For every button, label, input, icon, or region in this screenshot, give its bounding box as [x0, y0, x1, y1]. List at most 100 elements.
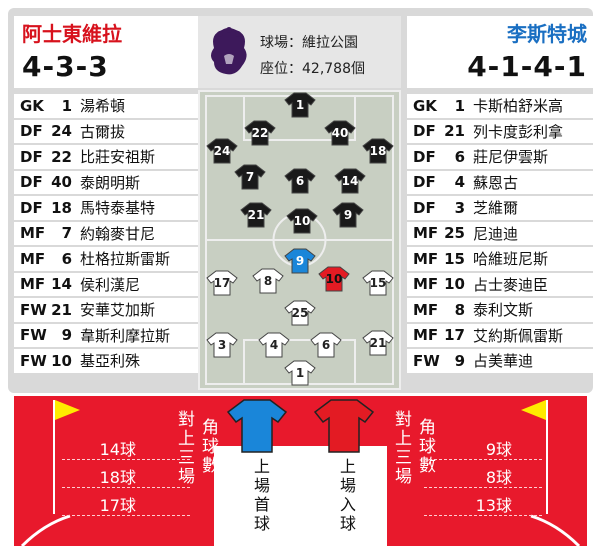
player-name: 哈維班尼斯 — [473, 250, 549, 269]
divider — [424, 459, 542, 460]
away-shirt-marker: 4 — [258, 332, 290, 358]
shirt-number: 10 — [325, 272, 343, 286]
player-name: 占士麥迪臣 — [473, 275, 549, 294]
home-corners-1: 14球 — [99, 440, 136, 459]
player-name: 占美華迪 — [473, 352, 534, 371]
player-position: MF — [413, 326, 439, 345]
shirt-icon — [324, 120, 356, 146]
player-position: FW — [20, 326, 47, 345]
away-shirt-marker: 9 — [284, 248, 316, 274]
player-name: 芝維爾 — [473, 199, 519, 218]
home-shirt-marker: 40 — [324, 120, 356, 146]
home-formation: 4-3-3 — [22, 50, 109, 83]
away-shirt-marker: 25 — [284, 300, 316, 326]
away-shirt-marker: 10 — [318, 266, 350, 292]
shirt-icon — [334, 168, 366, 194]
player-name: 卡斯柏舒米高 — [473, 97, 564, 116]
shirt-icon — [362, 330, 394, 356]
away-shirt-marker: 3 — [206, 332, 238, 358]
home-shirt-marker: 6 — [284, 168, 316, 194]
home-shirt-marker: 24 — [206, 138, 238, 164]
player-number: 1 — [61, 96, 72, 115]
shirt-number: 24 — [213, 144, 231, 158]
divider — [424, 515, 542, 516]
shirt-number: 21 — [247, 208, 265, 222]
away-shirt-marker: 6 — [310, 332, 342, 358]
venue-box: 球場：維拉公園 座位：42,788個 — [198, 16, 401, 88]
home-shirt-marker: 1 — [284, 92, 316, 118]
shirt-icon — [206, 332, 238, 358]
away-shirt-marker: 15 — [362, 270, 394, 296]
player-position: DF — [413, 147, 436, 166]
shirt-number: 14 — [341, 174, 359, 188]
home-header: 阿士東維拉 4-3-3 — [14, 16, 202, 88]
shirt-number: 7 — [245, 170, 255, 184]
shirt-number: 18 — [369, 144, 387, 158]
player-number: 17 — [444, 326, 465, 345]
away-label-a: 對上三場 — [391, 410, 411, 486]
away-label-b: 角球數 — [415, 418, 435, 475]
away-team-name: 李斯特城 — [507, 22, 587, 46]
shirt-number: 4 — [269, 338, 279, 352]
player-number: 18 — [51, 198, 72, 217]
player-position: FW — [413, 351, 440, 370]
shirt-icon — [284, 300, 316, 326]
player-number: 14 — [51, 275, 72, 294]
shirt-icon — [284, 248, 316, 274]
home-shirt-marker: 7 — [234, 164, 266, 190]
premier-league-lion-icon — [211, 27, 247, 75]
capacity-text: 座位：42,788個 — [260, 61, 365, 77]
shirt-icon — [244, 120, 276, 146]
player-number: 15 — [444, 249, 465, 268]
shirt-icon — [310, 332, 342, 358]
player-name: 尼迪迪 — [473, 224, 519, 243]
player-number: 25 — [444, 224, 465, 243]
shirt-number: 1 — [295, 98, 305, 112]
player-position: MF — [413, 249, 439, 268]
stadium-text: 球場：維拉公園 — [260, 35, 358, 51]
player-number: 9 — [454, 351, 465, 370]
home-shirt-marker: 9 — [332, 202, 364, 228]
player-position: GK — [20, 96, 44, 115]
away-corners-3: 13球 — [475, 496, 512, 515]
home-team-name: 阿士東維拉 — [22, 22, 122, 46]
player-number: 10 — [444, 275, 465, 294]
divider — [62, 459, 190, 460]
player-number: 6 — [61, 249, 72, 268]
corner-graphics — [20, 400, 581, 546]
player-number: 24 — [51, 122, 72, 141]
player-position: DF — [20, 198, 43, 217]
player-number: 8 — [454, 300, 465, 319]
away-shirt-marker: 8 — [252, 268, 284, 294]
player-name: 基亞利殊 — [80, 352, 141, 371]
shirt-number: 10 — [293, 214, 311, 228]
player-name: 湯希頓 — [80, 97, 126, 116]
player-number: 40 — [51, 173, 72, 192]
player-number: 22 — [51, 147, 72, 166]
player-position: MF — [20, 275, 46, 294]
shirt-number: 40 — [331, 126, 349, 140]
home-label-a: 對上三場 — [174, 410, 194, 486]
divider — [424, 487, 542, 488]
shirt-icon — [284, 360, 316, 386]
home-shirt-marker: 14 — [334, 168, 366, 194]
away-header: 李斯特城 4-1-4-1 — [407, 16, 595, 88]
shirt-number: 9 — [295, 254, 305, 268]
shirt-number: 17 — [213, 276, 231, 290]
